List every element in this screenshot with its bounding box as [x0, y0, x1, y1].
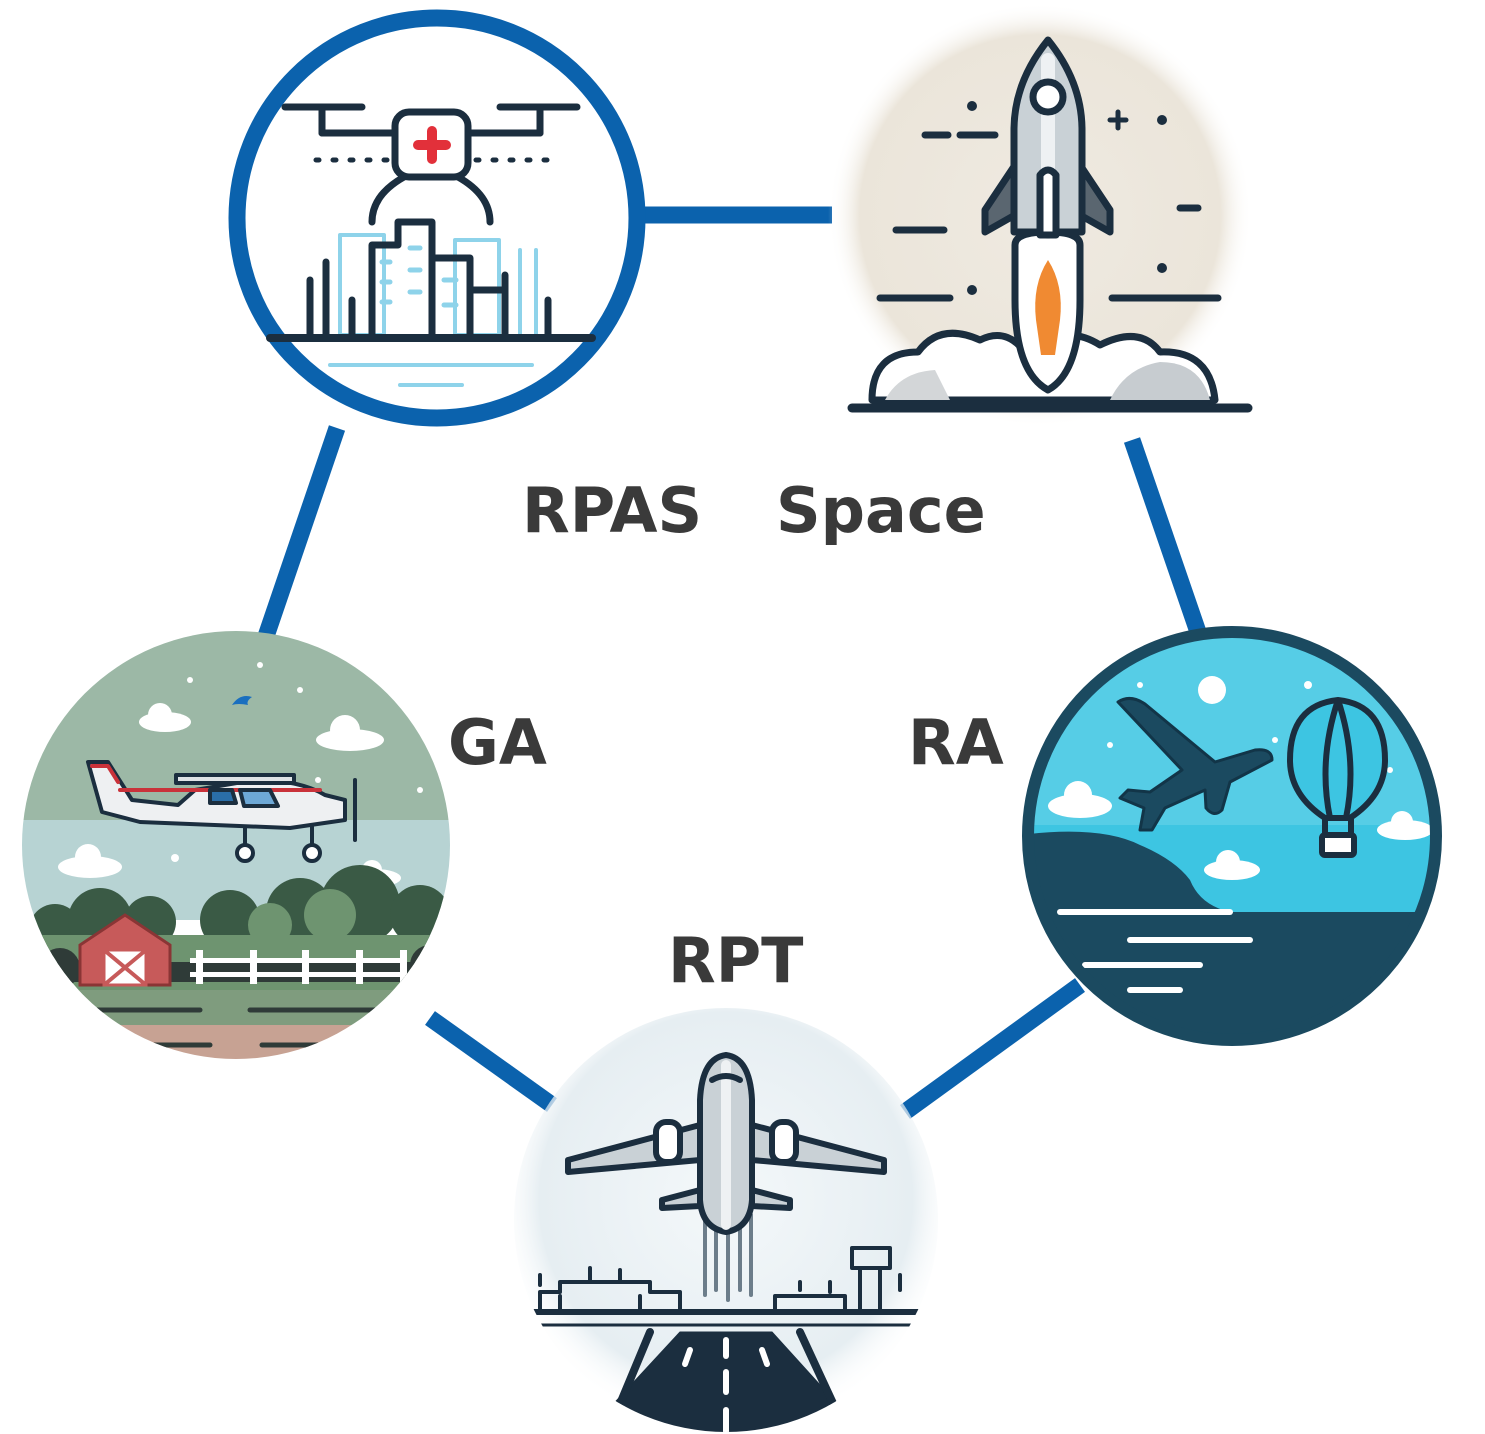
rpas-label: RPAS — [522, 474, 703, 547]
rpt-label: RPT — [668, 924, 804, 997]
rpas-node — [228, 9, 646, 427]
ra-node — [1022, 626, 1442, 1046]
medical-drone-city-icon — [266, 103, 596, 387]
airliner-takeoff-runway-icon — [514, 1052, 938, 1432]
light-aircraft-farm-icon — [22, 631, 450, 1059]
ra-label: RA — [908, 706, 1004, 779]
ga-node — [22, 631, 450, 1059]
connector-ga-rpt — [425, 1011, 557, 1112]
space-node — [828, 3, 1253, 427]
ga-label: GA — [448, 706, 547, 779]
rpt-node — [514, 1008, 938, 1432]
rocket-launch-icon — [847, 36, 1253, 413]
connector-ra-rpt — [900, 978, 1085, 1119]
connector-rpas-ga — [253, 425, 346, 651]
connectors — [253, 206, 1207, 1119]
space-label: Space — [776, 474, 986, 547]
connector-space-ra — [1123, 437, 1207, 635]
